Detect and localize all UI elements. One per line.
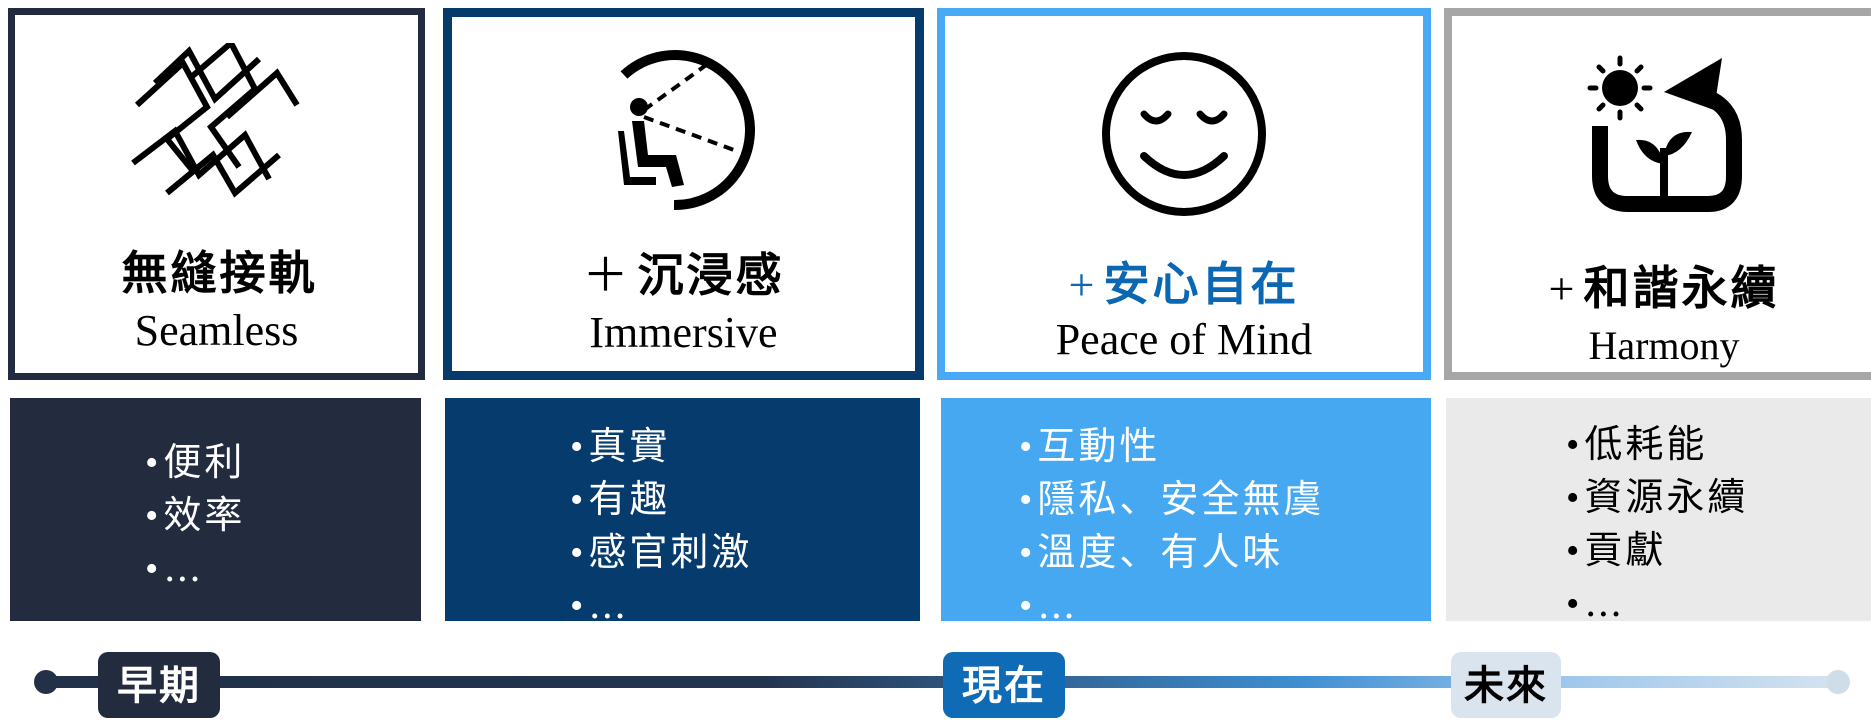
list-item: 貢獻 [1566, 524, 1748, 577]
card-peace-of-mind: +安心自在 Peace of Mind [937, 8, 1431, 380]
card-harmony: +和諧永續 Harmony [1444, 8, 1871, 380]
smiley-face-icon [1094, 44, 1274, 224]
card-subtitle: Peace of Mind [1055, 315, 1313, 364]
list-item: 有趣 [570, 473, 752, 526]
points-box-peace-of-mind: 互動性 隱私、安全無虞 溫度、有人味 … [941, 398, 1431, 627]
timeline-label-now: 現在 [943, 652, 1065, 718]
bullet-list: 真實 有趣 感官刺激 … [570, 420, 752, 632]
list-item: 溫度、有人味 [1019, 526, 1324, 579]
list-item: 效率 [145, 489, 245, 542]
card-title: +和諧永續 [1548, 261, 1780, 315]
timeline-label-early: 早期 [98, 652, 220, 718]
points-box-seamless: 便利 效率 … [10, 398, 421, 621]
timeline-start-dot [34, 670, 58, 694]
bullet-list: 便利 效率 … [145, 436, 245, 595]
list-item: 便利 [145, 436, 245, 489]
card-title: ＋沉浸感 [582, 248, 785, 302]
sustainability-cycle-icon [1574, 44, 1754, 224]
card-subtitle: Seamless [134, 306, 299, 355]
list-item: … [1566, 577, 1748, 630]
seamless-weave-icon [127, 38, 307, 223]
list-item: 互動性 [1019, 420, 1324, 473]
list-item: 感官刺激 [570, 526, 752, 579]
bullet-list: 互動性 隱私、安全無虞 溫度、有人味 … [1019, 420, 1324, 632]
card-subtitle: Immersive [589, 308, 778, 357]
list-item: … [570, 579, 752, 632]
points-box-immersive: 真實 有趣 感官刺激 … [445, 398, 920, 627]
list-item: 隱私、安全無虞 [1019, 473, 1324, 526]
points-box-harmony: 低耗能 資源永續 貢獻 … [1446, 398, 1871, 625]
list-item: … [145, 542, 245, 595]
list-item: … [1019, 579, 1324, 632]
card-title: 無縫接軌 [121, 246, 318, 300]
timeline-end-dot [1826, 670, 1850, 694]
card-seamless: 無縫接軌 Seamless [8, 8, 425, 380]
list-item: 真實 [570, 420, 752, 473]
bullet-list: 低耗能 資源永續 貢獻 … [1566, 418, 1748, 630]
card-subtitle: Harmony [1588, 323, 1740, 368]
timeline-label-future: 未來 [1451, 652, 1561, 718]
card-title: +安心自在 [1068, 257, 1300, 311]
list-item: 資源永續 [1566, 471, 1748, 524]
list-item: 低耗能 [1566, 418, 1748, 471]
immersive-viewer-icon [594, 45, 774, 225]
card-immersive: ＋沉浸感 Immersive [443, 8, 924, 380]
